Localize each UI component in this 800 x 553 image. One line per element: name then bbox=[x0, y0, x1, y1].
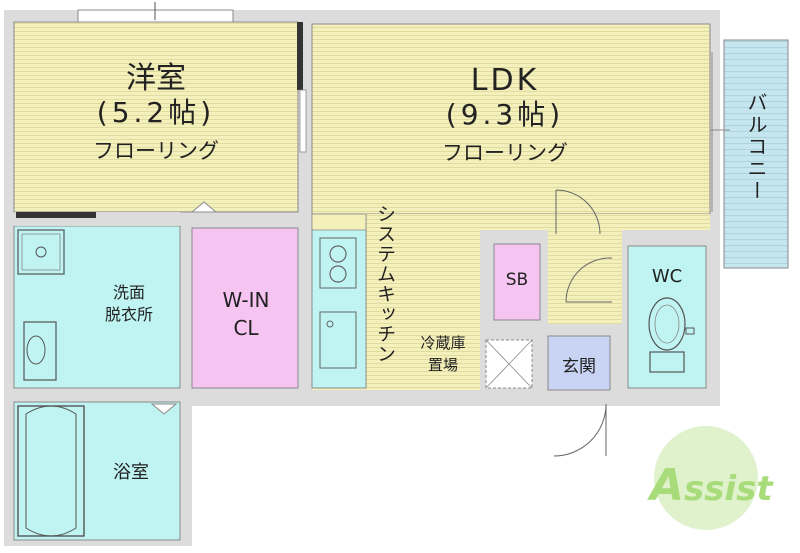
western-room-floor: フローリング bbox=[93, 139, 219, 163]
fridge-line2: 置場 bbox=[427, 356, 458, 374]
western-room-label: 洋室 (5.2帖) フローリング bbox=[60, 62, 252, 168]
bath-label: 浴室 bbox=[113, 462, 149, 483]
walkin-line1: W-IN bbox=[222, 288, 270, 312]
toilet-label: WC bbox=[651, 266, 683, 287]
storage-label: SB bbox=[505, 270, 529, 290]
kitchen-counter bbox=[311, 213, 367, 389]
balcony-label: バルコニー bbox=[744, 92, 768, 202]
walk-in-closet bbox=[191, 227, 299, 389]
western-room-name: 洋室 bbox=[126, 61, 186, 96]
kitchen-label: システムキッチン bbox=[374, 204, 396, 364]
ldk-floor: フローリング bbox=[442, 141, 568, 165]
western-room-size: (5.2帖) bbox=[96, 96, 216, 129]
svg-text:A: A bbox=[647, 460, 684, 511]
fridge-label: 冷蔵庫 置場 bbox=[412, 332, 474, 376]
washroom-line1: 洗面 bbox=[112, 283, 145, 302]
toilet-room bbox=[627, 245, 707, 389]
ldk-name: LDK bbox=[470, 63, 540, 98]
storage-box bbox=[493, 243, 541, 321]
entrance-label: 玄関 bbox=[562, 357, 596, 377]
bathroom bbox=[13, 401, 181, 541]
walkin-label: W-IN CL bbox=[196, 286, 296, 342]
washroom-line2: 脱衣所 bbox=[104, 305, 153, 324]
western-room bbox=[13, 21, 299, 213]
assist-logo: A ssist bbox=[647, 426, 774, 530]
fridge-line1: 冷蔵庫 bbox=[420, 334, 466, 352]
walkin-line2: CL bbox=[233, 316, 259, 340]
balcony-area bbox=[723, 39, 789, 269]
washroom-label: 洗面 脱衣所 bbox=[94, 282, 164, 326]
ldk-label: LDK (9.3帖) フローリング bbox=[400, 64, 610, 170]
ldk-room bbox=[311, 23, 711, 215]
entrance-hall bbox=[547, 335, 611, 391]
svg-text:ssist: ssist bbox=[684, 469, 774, 509]
ldk-size: (9.3帖) bbox=[445, 98, 565, 131]
